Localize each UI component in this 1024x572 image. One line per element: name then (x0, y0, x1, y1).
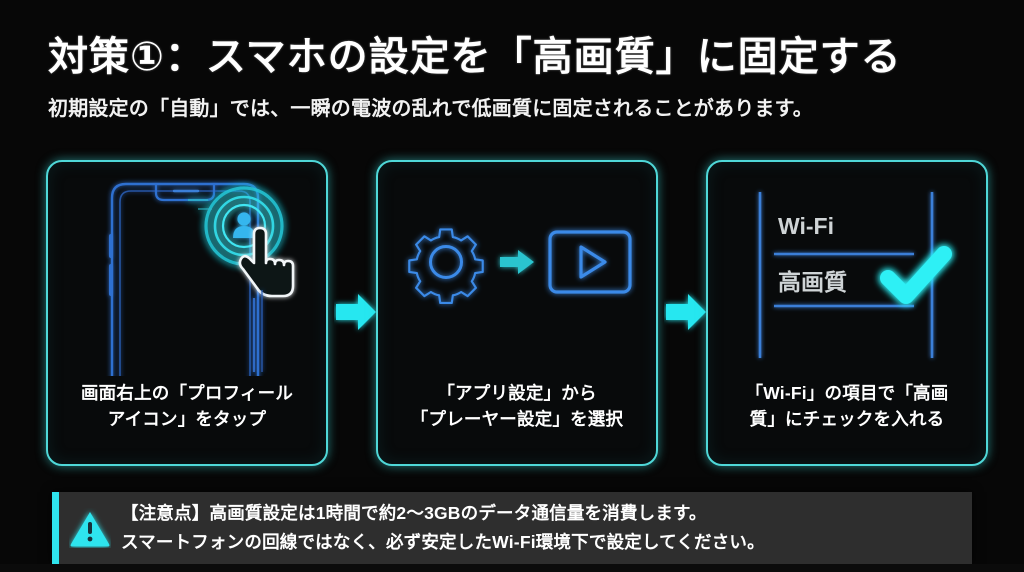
profile-avatar-icon (233, 212, 255, 238)
tap-ripple-rings-icon (188, 186, 284, 266)
arrow-right-icon (336, 294, 376, 330)
gear-to-player-graphic (408, 228, 632, 304)
wifi-quality-checklist-graphic: Wi-Fi 高画質 (758, 192, 952, 358)
arrow-between-2-3 (664, 288, 708, 336)
smartphone-profile-tap-graphic (109, 182, 295, 408)
step-card-1[interactable]: 画面右上の「プロフィール アイコン」をタップ (46, 160, 328, 466)
bottom-letterbox (0, 564, 1024, 572)
step-2-caption-line-2: 「プレーヤー設定」を選択 (410, 409, 624, 430)
checkmark-icon (880, 246, 952, 304)
step-3-caption-line-2: 質」にチェックを入れる (749, 409, 945, 430)
arrow-between-1-2 (334, 288, 378, 336)
step-2-caption-line-1: 「アプリ設定」から (437, 383, 597, 403)
page-subtitle: 初期設定の「自動」では、一瞬の電波の乱れで低画質に固定されることがあります。 (48, 98, 813, 120)
steps-row: 画面右上の「プロフィール アイコン」をタップ (46, 160, 988, 470)
gear-icon (408, 228, 484, 304)
warning-note: 【注意点】高画質設定は1時間で約2〜3GBのデータ通信量を消費します。 スマート… (52, 492, 972, 564)
step-3-caption-line-1: 「Wi-Fi」の項目で「高画 (745, 383, 949, 403)
warning-note-text: 【注意点】高画質設定は1時間で約2〜3GBのデータ通信量を消費します。 スマート… (121, 499, 972, 557)
warning-note-line-2: スマートフォンの回線ではなく、必ず安定したWi-Fi環境下で設定してください。 (121, 532, 765, 552)
smartphone-outline-icon (109, 182, 261, 408)
step-3-caption: 「Wi-Fi」の項目で「高画 質」にチェックを入れる (718, 380, 976, 433)
slide-header: 対策①：スマホの設定を「高画質」に固定する 初期設定の「自動」では、一瞬の電波の… (0, 0, 1024, 121)
arrow-right-icon (666, 294, 706, 330)
step-2-caption: 「アプリ設定」から 「プレーヤー設定」を選択 (388, 380, 646, 433)
step-1-caption: 画面右上の「プロフィール アイコン」をタップ (58, 380, 316, 433)
step-2-illustration (378, 162, 656, 376)
step-1-caption-line-2: アイコン」をタップ (107, 409, 267, 430)
warning-note-line-1: 【注意点】高画質設定は1時間で約2〜3GBのデータ通信量を消費します。 (121, 503, 707, 524)
video-player-icon (548, 230, 632, 294)
warning-icon-wrap (59, 508, 121, 548)
page-title: 対策①：スマホの設定を「高画質」に固定する (48, 35, 902, 79)
warning-triangle-icon (70, 512, 110, 547)
step-card-2[interactable]: 「アプリ設定」から 「プレーヤー設定」を選択 (376, 160, 658, 466)
tap-hand-cursor-icon (238, 226, 295, 298)
arrow-right-icon (500, 250, 534, 274)
list-item-wifi-label: Wi-Fi (778, 213, 834, 239)
step-1-caption-line-1: 画面右上の「プロフィール (80, 383, 294, 403)
list-item-quality-label: 高画質 (778, 269, 847, 295)
step-3-illustration: Wi-Fi 高画質 (708, 162, 986, 376)
step-card-3[interactable]: Wi-Fi 高画質 「Wi-Fi」の項目で「高画 質」にチェックを入れる (706, 160, 988, 466)
step-1-illustration (48, 162, 326, 408)
